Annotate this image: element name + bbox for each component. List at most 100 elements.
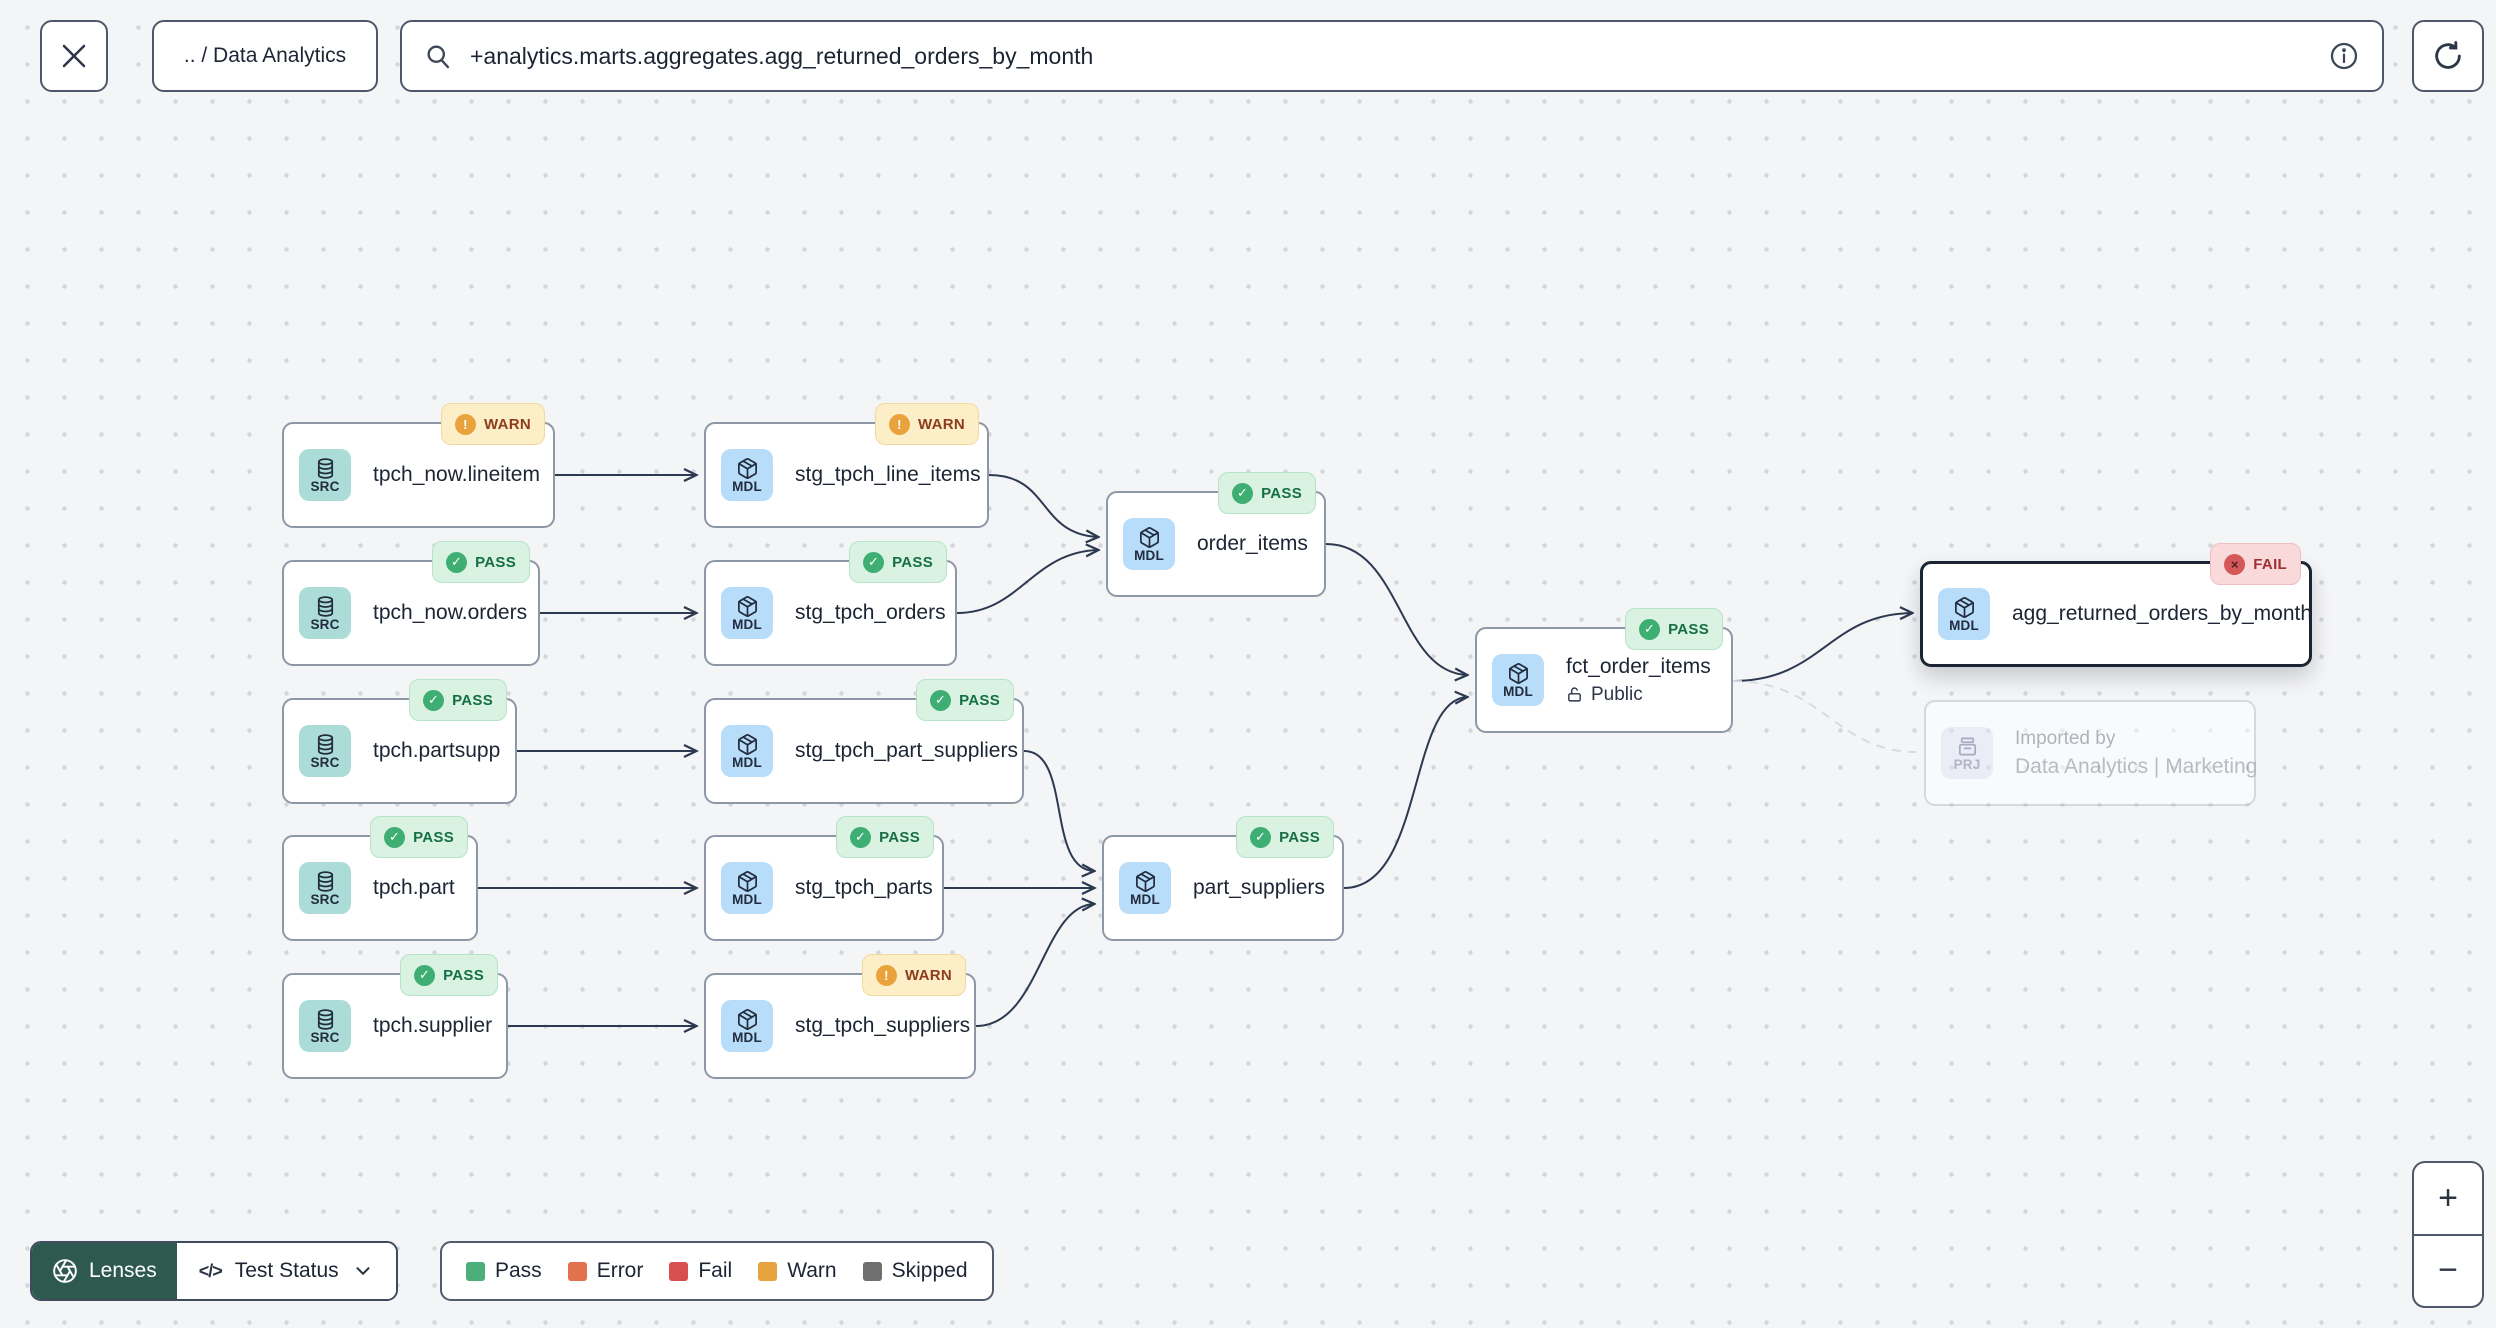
mdl-type-tile: MDL	[721, 725, 773, 777]
graph-node-tpch_supplier[interactable]: SRC tpch.supplier ✓PASS	[282, 954, 508, 1079]
node-label: tpch_now.lineitem	[373, 463, 540, 486]
search-bar[interactable]	[400, 20, 2384, 92]
project-icon	[1958, 737, 1976, 756]
lenses-button[interactable]: Lenses	[32, 1243, 177, 1299]
status-badge-icon: ✓	[850, 826, 872, 848]
zoom-controls: + −	[2412, 1161, 2484, 1308]
breadcrumb-label: .. / Data Analytics	[183, 44, 347, 67]
lens-selected-label: Test Status	[234, 1259, 339, 1282]
node-kind-label: MDL	[732, 891, 762, 907]
access-label: Public	[1591, 683, 1643, 705]
node-sublabel: Imported by	[2015, 727, 2116, 749]
node-text: stg_tpch_line_items	[795, 463, 981, 487]
refresh-button[interactable]	[2412, 20, 2484, 92]
graph-node-tpch_now_lineitem[interactable]: SRC tpch_now.lineitem !WARN	[282, 403, 555, 528]
status-badge-label: PASS	[475, 553, 516, 571]
close-button[interactable]	[40, 20, 108, 92]
model-cube-icon	[1954, 596, 1974, 618]
node-label: tpch.part	[373, 876, 455, 899]
database-icon	[317, 595, 333, 617]
model-cube-icon	[737, 870, 757, 892]
database-icon	[317, 1008, 333, 1030]
node-kind-label: MDL	[732, 1029, 762, 1045]
node-text: stg_tpch_parts	[795, 876, 933, 900]
lens-selector[interactable]: </> Test Status	[176, 1243, 396, 1299]
status-badge-pass: ✓PASS	[400, 954, 498, 996]
breadcrumb[interactable]: .. / Data Analytics	[152, 20, 378, 92]
status-badge-icon: ✓	[384, 826, 406, 848]
zoom-in-button[interactable]: +	[2414, 1163, 2482, 1236]
database-icon	[317, 870, 333, 892]
status-badge-label: PASS	[1668, 620, 1709, 638]
refresh-icon	[2435, 41, 2461, 69]
model-cube-icon	[737, 595, 757, 617]
model-cube-icon	[737, 457, 757, 479]
mdl-type-tile: MDL	[721, 1000, 773, 1052]
src-type-tile: SRC	[299, 862, 351, 914]
legend-label: Warn	[787, 1259, 837, 1282]
legend-label: Error	[596, 1259, 644, 1282]
chevron-down-icon	[356, 1267, 370, 1275]
status-badge-icon: ✓	[1232, 482, 1254, 504]
status-badge-label: PASS	[1261, 484, 1302, 502]
lock-open-icon	[1568, 687, 1581, 702]
node-label: stg_tpch_parts	[795, 876, 933, 899]
status-badge-label: PASS	[413, 828, 454, 846]
legend-item-skipped: Skipped	[862, 1259, 968, 1283]
search-input[interactable]	[468, 41, 2312, 71]
legend-item-warn: Warn	[758, 1259, 837, 1283]
mdl-type-tile: MDL	[1123, 518, 1175, 570]
node-label: agg_returned_orders_by_month	[2012, 602, 2313, 625]
model-cube-icon	[737, 1008, 757, 1030]
node-label: tpch.supplier	[373, 1014, 493, 1037]
graph-node-stg_tpch_line_items[interactable]: MDL stg_tpch_line_items !WARN	[704, 403, 989, 528]
status-badge-fail: ×FAIL	[2210, 543, 2301, 585]
status-badge-pass: ✓ PASS	[1218, 472, 1316, 514]
status-badge-icon: ✓	[1639, 618, 1661, 640]
status-badge-warn: !WARN	[861, 954, 966, 996]
info-icon[interactable]	[2328, 40, 2360, 72]
node-label: tpch.partsupp	[373, 739, 501, 762]
status-badge-warn: !WARN	[874, 403, 979, 445]
code-icon: </>	[198, 1260, 223, 1281]
node-label: Data Analytics | Marketing	[2015, 754, 2258, 778]
zoom-out-button[interactable]: −	[2438, 1251, 2458, 1290]
node-kind-label: MDL	[732, 616, 762, 632]
node-access: Public	[1566, 684, 1711, 706]
legend-label: Skipped	[891, 1259, 968, 1282]
edge-part_suppliers-to-fct_order_items	[1343, 697, 1467, 889]
graph-node-tpch_part[interactable]: SRC tpch.part ✓ PASS	[282, 816, 478, 941]
node-kind-label: SRC	[310, 478, 340, 494]
src-type-tile: SRC	[299, 1000, 351, 1052]
node-kind-label: MDL	[732, 754, 762, 770]
src-type-tile: SRC	[299, 587, 351, 639]
status-badge-pass: ✓ PASS	[1625, 608, 1723, 650]
status-badge-warn: !WARN	[440, 403, 545, 445]
database-icon	[317, 457, 333, 479]
status-badge-label: PASS	[1279, 828, 1320, 846]
legend-swatch	[466, 1261, 485, 1281]
status-badge-icon: ✓	[930, 689, 952, 711]
node-kind-label: SRC	[310, 616, 340, 632]
node-label: stg_tpch_orders	[795, 601, 946, 624]
node-kind-label: PRJ	[1953, 756, 1981, 772]
mdl-type-tile: MDL	[721, 449, 773, 501]
legend-swatch	[758, 1261, 778, 1281]
status-badge-icon: ✓	[423, 689, 445, 711]
status-badge-label: PASS	[452, 691, 493, 709]
status-badge-label: FAIL	[2253, 555, 2287, 573]
status-badge-pass: ✓PASS	[1236, 816, 1334, 858]
